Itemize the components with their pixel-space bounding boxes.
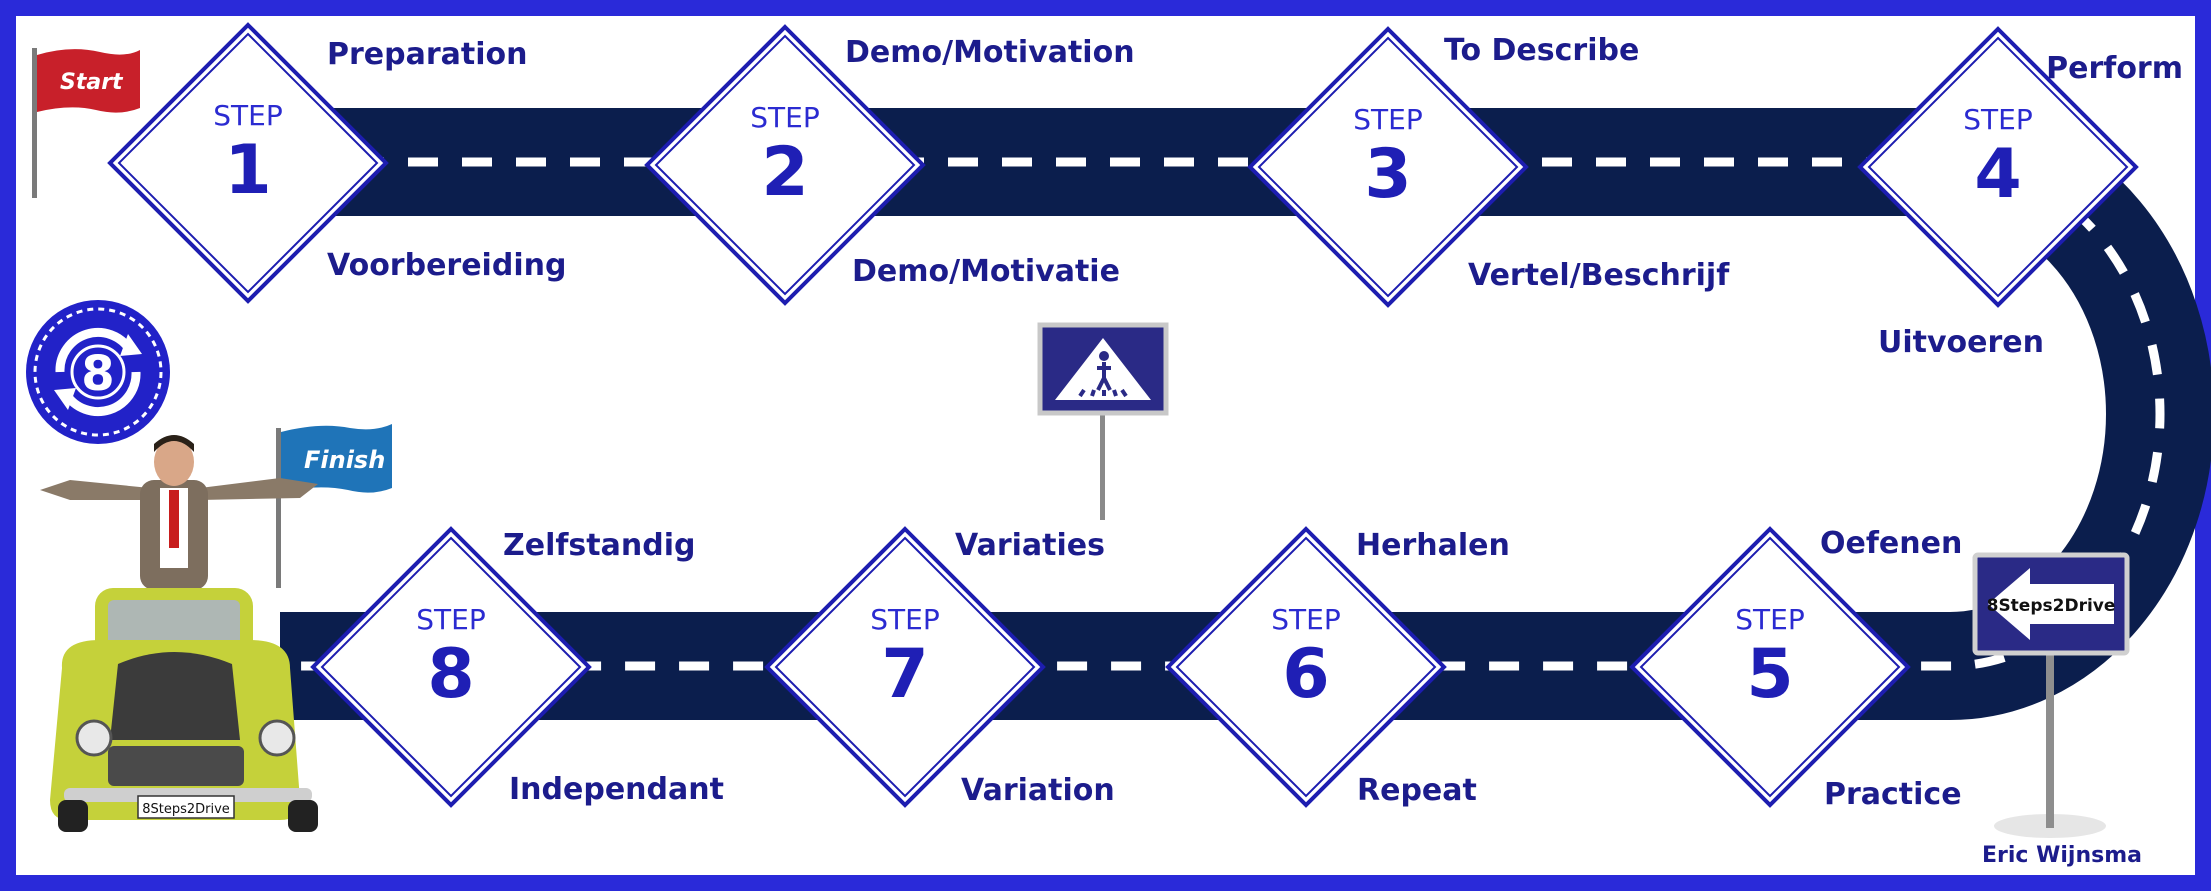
step-label-bottom: Voorbereiding [327, 248, 566, 283]
step-label-top: Demo/Motivation [845, 35, 1135, 70]
step-diamond [1857, 26, 2139, 308]
step-label-top: Zelfstandig [503, 528, 695, 563]
step-label-bottom: Uitvoeren [1878, 325, 2044, 360]
steps: STEP1PreparationVoorbereidingSTEP2Demo/M… [107, 22, 2183, 812]
step-word: STEP [750, 101, 819, 134]
step-diamond-inner [1257, 36, 1519, 298]
step-label-bottom: Repeat [1357, 773, 1477, 808]
step-diamond [644, 24, 926, 306]
step-label-top: To Describe [1444, 33, 1639, 68]
step-label-top: Perform [2046, 51, 2183, 86]
step-number: 1 [224, 131, 271, 210]
step-label-bottom: Demo/Motivatie [852, 254, 1120, 289]
step-label-bottom: Variation [961, 773, 1115, 808]
finish-flag-label: Finish [304, 446, 385, 474]
step-diamond-inner [1639, 536, 1901, 798]
step-word: STEP [416, 603, 485, 636]
step-number: 4 [1974, 135, 2021, 214]
step-diamond-inner [654, 34, 916, 296]
author-name: Eric Wijnsma [1982, 843, 2142, 868]
step-diamond-inner [1867, 36, 2129, 298]
step-diamond-inner [774, 536, 1036, 798]
step-word: STEP [1735, 603, 1804, 636]
step-label-top: Variaties [955, 528, 1105, 563]
eight-steps-logo: 8 [26, 300, 170, 444]
step-number: 3 [1364, 135, 1411, 214]
finish-flag: Finish [276, 424, 392, 588]
step-number: 2 [761, 133, 808, 212]
start-flag: Start [32, 48, 140, 198]
step-diamond [310, 526, 592, 808]
step-diamond [764, 526, 1046, 808]
step-label-bottom: Vertel/Beschrijf [1468, 258, 1730, 293]
step-label-top: Preparation [327, 37, 527, 72]
logo-number: 8 [81, 346, 114, 402]
car: 8Steps2Drive [50, 588, 318, 832]
pedestrian-crossing-sign [1037, 322, 1169, 520]
step-diamond-inner [1175, 536, 1437, 798]
step-diamond [107, 22, 389, 304]
step-label-bottom: Independant [509, 772, 724, 807]
step-word: STEP [213, 99, 282, 132]
cycle-arrows-icon [55, 327, 141, 417]
start-flag-label: Start [60, 70, 124, 95]
step-diamond-inner [320, 536, 582, 798]
direction-sign: 8Steps2Drive [1972, 552, 2130, 838]
step-diamond [1629, 526, 1911, 808]
driver-figure [40, 435, 318, 590]
step-word: STEP [1271, 603, 1340, 636]
step-diamond [1247, 26, 1529, 308]
step-number: 8 [427, 635, 474, 714]
step-label-bottom: Practice [1824, 777, 1962, 812]
step-number: 6 [1282, 635, 1329, 714]
direction-sign-label: 8Steps2Drive [1987, 596, 2116, 616]
step-word: STEP [1353, 103, 1422, 136]
step-label-top: Oefenen [1820, 526, 1962, 561]
step-number: 5 [1746, 635, 1793, 714]
license-plate: 8Steps2Drive [142, 802, 230, 817]
step-diamond-inner [117, 32, 379, 294]
step-diamond [1165, 526, 1447, 808]
step-label-top: Herhalen [1356, 528, 1510, 563]
pedestrian-icon [1078, 388, 1128, 398]
step-word: STEP [1963, 103, 2032, 136]
step-word: STEP [870, 603, 939, 636]
step-number: 7 [881, 635, 928, 714]
